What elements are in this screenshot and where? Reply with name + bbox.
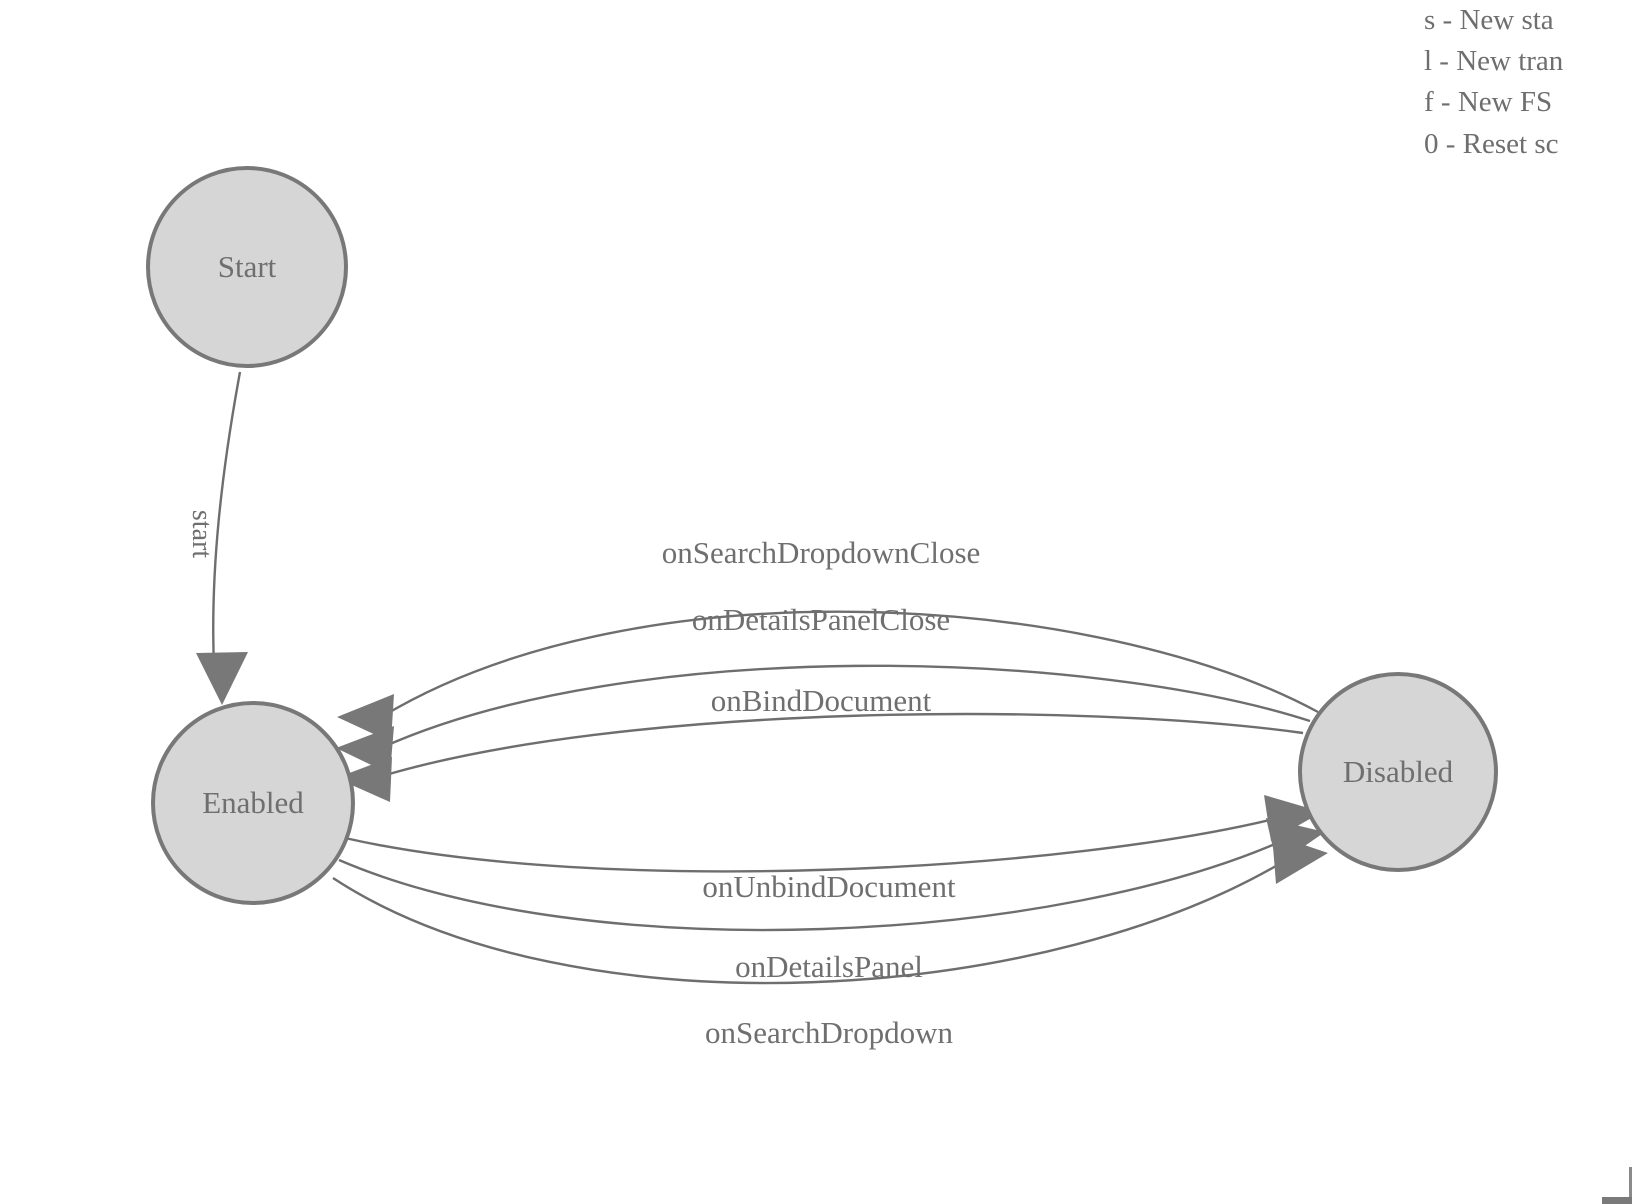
node-enabled-circle[interactable]	[151, 701, 355, 905]
transition-onDetailsPanelClose[interactable]: onDetailsPanelClose	[336, 602, 1311, 774]
node-start-circle[interactable]	[146, 166, 348, 368]
transition-onSearchDropdownClose[interactable]: onSearchDropdownClose	[337, 535, 1319, 742]
transition-onUnbindDocument[interactable]: onUnbindDocument	[344, 795, 1322, 904]
transition-start-path[interactable]	[212, 371, 242, 667]
transition-onBindDocument[interactable]: onBindDocument	[336, 683, 1304, 802]
node-enabled[interactable]: Enabled	[151, 701, 355, 905]
transition-start[interactable]: start	[186, 371, 248, 705]
transition-onBindDocument-path[interactable]	[378, 712, 1304, 779]
transition-onDetailsPanel-label: onDetailsPanel	[735, 949, 923, 984]
transition-onSearchDropdownClose-arrowhead	[337, 694, 394, 742]
node-disabled-label: Disabled	[1343, 754, 1454, 789]
transition-onSearchDropdown-arrowhead	[1272, 834, 1328, 884]
transition-onBindDocument-arrowhead	[336, 757, 392, 802]
scrollbar-edge-tick[interactable]	[1629, 1167, 1632, 1197]
transition-start-label: start	[186, 510, 217, 558]
transition-onSearchDropdown[interactable]: onSearchDropdown	[332, 834, 1328, 1050]
node-start[interactable]: Start	[146, 166, 348, 368]
node-disabled-circle[interactable]	[1298, 672, 1498, 872]
transition-onSearchDropdown-path[interactable]	[332, 852, 1297, 985]
transition-onSearchDropdownClose-label: onSearchDropdownClose	[662, 535, 981, 570]
node-enabled-label: Enabled	[202, 785, 304, 820]
transition-onSearchDropdownClose-path[interactable]	[382, 610, 1319, 718]
transition-onBindDocument-label: onBindDocument	[711, 683, 932, 718]
node-start-label: Start	[218, 249, 277, 284]
transition-onDetailsPanelClose-label: onDetailsPanelClose	[692, 602, 950, 637]
transition-onSearchDropdown-label: onSearchDropdown	[705, 1015, 953, 1050]
transition-onUnbindDocument-label: onUnbindDocument	[702, 869, 956, 904]
transition-onUnbindDocument-path[interactable]	[344, 813, 1291, 873]
node-disabled[interactable]: Disabled	[1298, 672, 1498, 872]
resize-handle[interactable]	[1602, 1197, 1632, 1204]
transition-start-arrowhead	[196, 652, 248, 705]
transition-onDetailsPanelClose-path[interactable]	[380, 664, 1311, 750]
transition-onDetailsPanel-path[interactable]	[338, 834, 1294, 932]
